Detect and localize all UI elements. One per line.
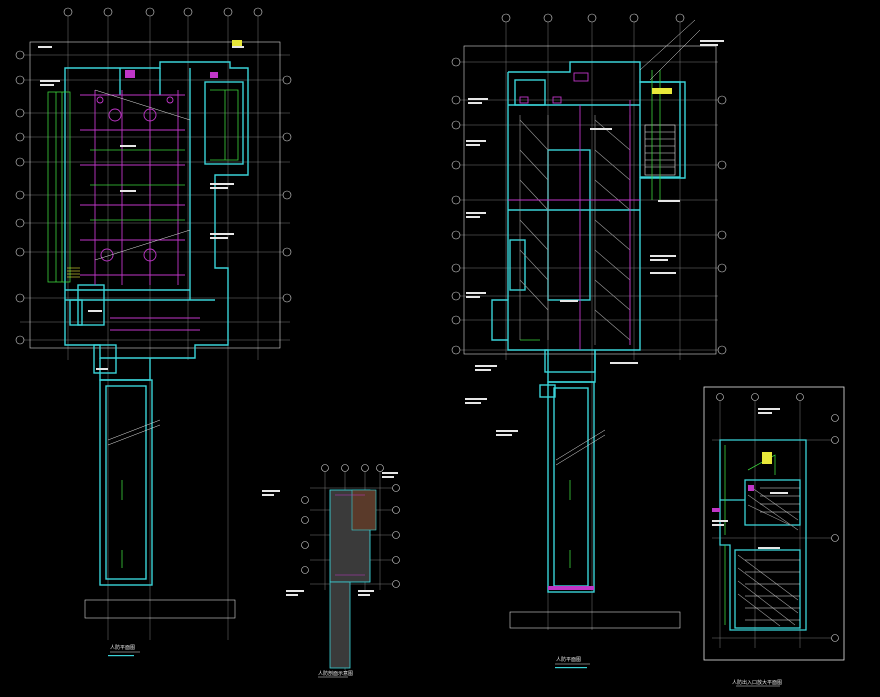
- entrance-detail: 人防出入口放大平面图: [703, 386, 845, 687]
- plan-2-title: 人防平面图: [556, 656, 581, 663]
- floor-plan-1: 人防平面图: [15, 7, 292, 657]
- plan-1-title: 人防平面图: [110, 644, 135, 651]
- detail-title: 人防出入口放大平面图: [732, 679, 782, 686]
- section-title: 人防剖面示意图: [318, 670, 353, 677]
- small-section: 人防剖面示意图: [262, 464, 400, 678]
- floor-plan-2: 人防平面图: [451, 13, 727, 669]
